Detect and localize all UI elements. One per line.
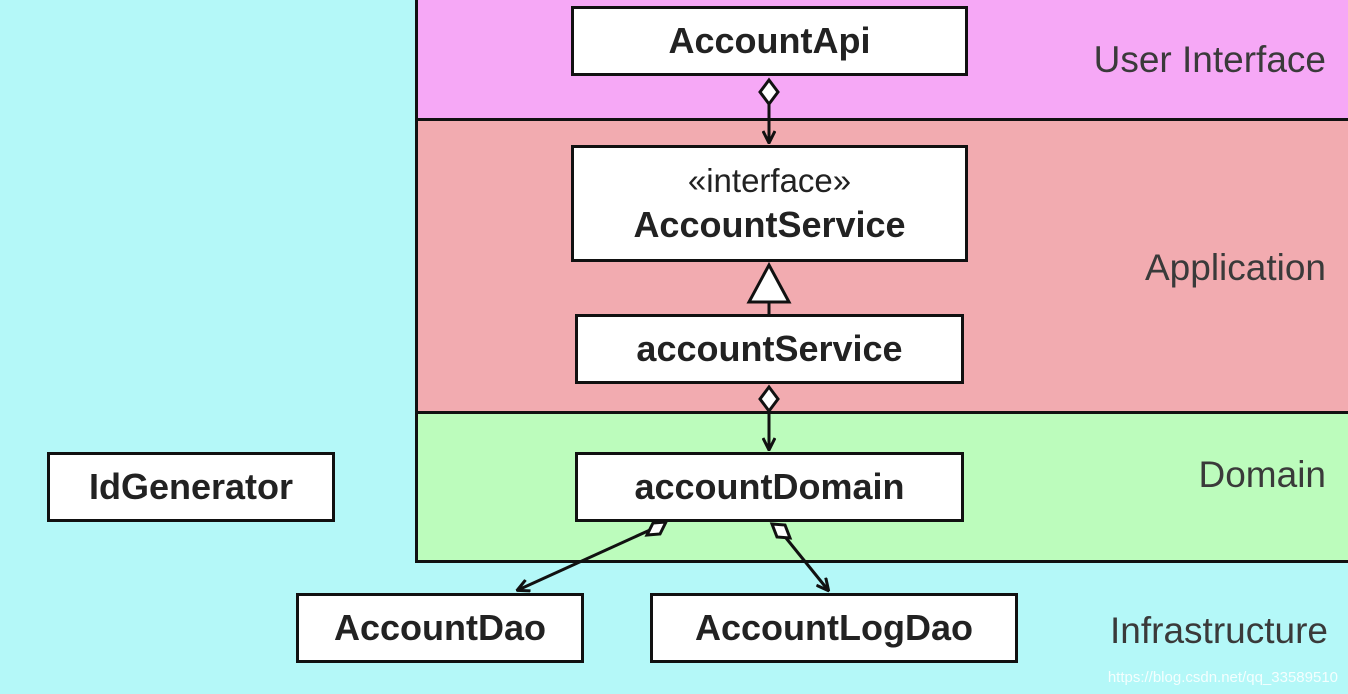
accountdao-box: AccountDao <box>296 593 584 663</box>
accountservice-impl-box: accountService <box>575 314 964 384</box>
accountapi-class-name: AccountApi <box>668 20 871 61</box>
idgenerator-name: IdGenerator <box>88 466 294 507</box>
accountdao-name: AccountDao <box>333 607 546 648</box>
accountlogdao-name: AccountLogDao <box>695 607 973 648</box>
infrastructure-layer-label: Infrastructure <box>1110 610 1328 651</box>
interface-stereotype: «interface» <box>687 161 852 199</box>
accountapi-class-box: AccountApi <box>571 6 968 76</box>
domain-layer-label: Domain <box>1198 454 1327 495</box>
accountservice-interface-box: «interface» AccountService <box>571 145 968 262</box>
accountservice-interface-name: AccountService <box>633 203 906 245</box>
idgenerator-box: IdGenerator <box>47 452 335 522</box>
accountdomain-name: accountDomain <box>634 466 905 507</box>
accountservice-impl-name: accountService <box>636 328 903 369</box>
accountlogdao-box: AccountLogDao <box>650 593 1018 663</box>
application-layer-label: Application <box>1144 247 1326 288</box>
accountdomain-box: accountDomain <box>575 452 964 522</box>
user-interface-layer-label: User Interface <box>1093 39 1326 80</box>
watermark: https://blog.csdn.net/qq_33589510 <box>1107 669 1338 686</box>
